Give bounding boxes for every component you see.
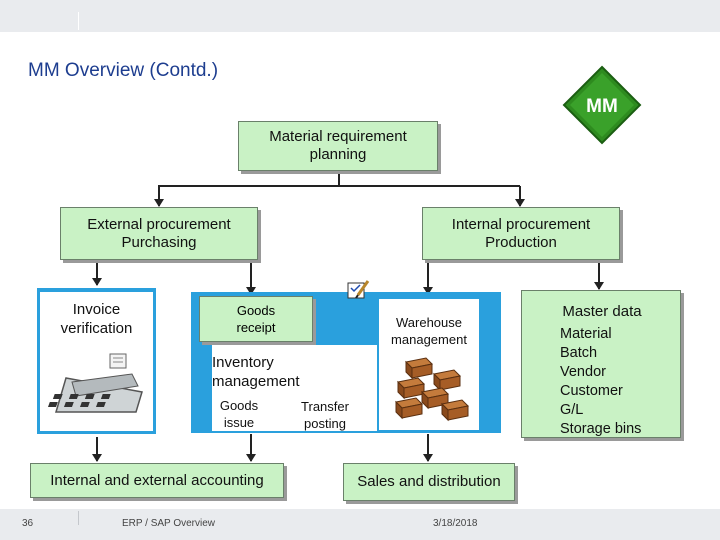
slide-title: MM Overview (Contd.) (28, 60, 219, 81)
sales-distribution-label: Sales and distribution (357, 473, 501, 490)
master-data-list: Material Batch Vendor Customer G/L Stora… (560, 325, 641, 439)
calculator-icon (46, 352, 146, 416)
master-data-title: Master data (562, 303, 642, 320)
internal-procurement-label: Internal procurement Production (451, 215, 591, 251)
arrow-to-master-data (594, 263, 604, 290)
master-data-item: Storage bins (560, 421, 642, 437)
arrow-to-warehouse (423, 263, 433, 295)
master-data-item: Vendor (560, 364, 606, 380)
arrow-to-invoice (92, 263, 102, 286)
sales-distribution-box: Sales and distribution (343, 463, 515, 501)
mm-logo: MM (562, 65, 642, 145)
inventory-label: Inventory management (212, 354, 300, 390)
arrow-to-external (154, 186, 164, 207)
arrow-to-sales (423, 434, 433, 462)
internal-procurement-box: Internal procurement Production (422, 207, 620, 260)
warehouse-label: Warehouse management (391, 315, 467, 347)
footer-date: 3/18/2018 (433, 518, 478, 529)
arrow-to-accounting (246, 434, 256, 462)
footer-band (0, 509, 720, 540)
goods-issue-label: Goods issue (219, 398, 259, 430)
connector (158, 185, 520, 187)
master-data-item: Batch (560, 345, 598, 361)
header-band (0, 0, 720, 32)
goods-receipt-label: Goods receipt (236, 303, 276, 335)
master-data-box: Master data Material Batch Vendor Custom… (521, 290, 681, 438)
external-procurement-label: External procurement Purchasing (87, 215, 231, 251)
inventory-inner (212, 345, 377, 431)
pencil-edit-icon (346, 279, 372, 301)
arrow-to-goods-receipt (246, 263, 256, 295)
master-data-item: G/L (560, 402, 584, 418)
arrow-to-internal (515, 186, 525, 207)
master-data-item: Material (560, 326, 612, 342)
mrp-box: Material requirement planning (238, 121, 438, 171)
accounting-label: Internal and external accounting (50, 471, 264, 489)
pallet-stack-icon (392, 356, 472, 422)
external-procurement-box: External procurement Purchasing (60, 207, 258, 260)
footer-label: ERP / SAP Overview (122, 518, 215, 529)
goods-receipt-box: Goods receipt (199, 296, 313, 342)
page-number: 36 (22, 518, 34, 529)
transfer-posting-label: Transfer posting (301, 399, 349, 431)
mrp-label: Material requirement planning (269, 128, 407, 163)
accounting-box: Internal and external accounting (30, 463, 284, 498)
mm-logo-text: MM (586, 96, 618, 117)
connector (338, 174, 340, 186)
invoice-label: Invoice verification (60, 301, 133, 337)
arrow-to-accounting (92, 437, 102, 462)
master-data-item: Customer (560, 383, 623, 399)
